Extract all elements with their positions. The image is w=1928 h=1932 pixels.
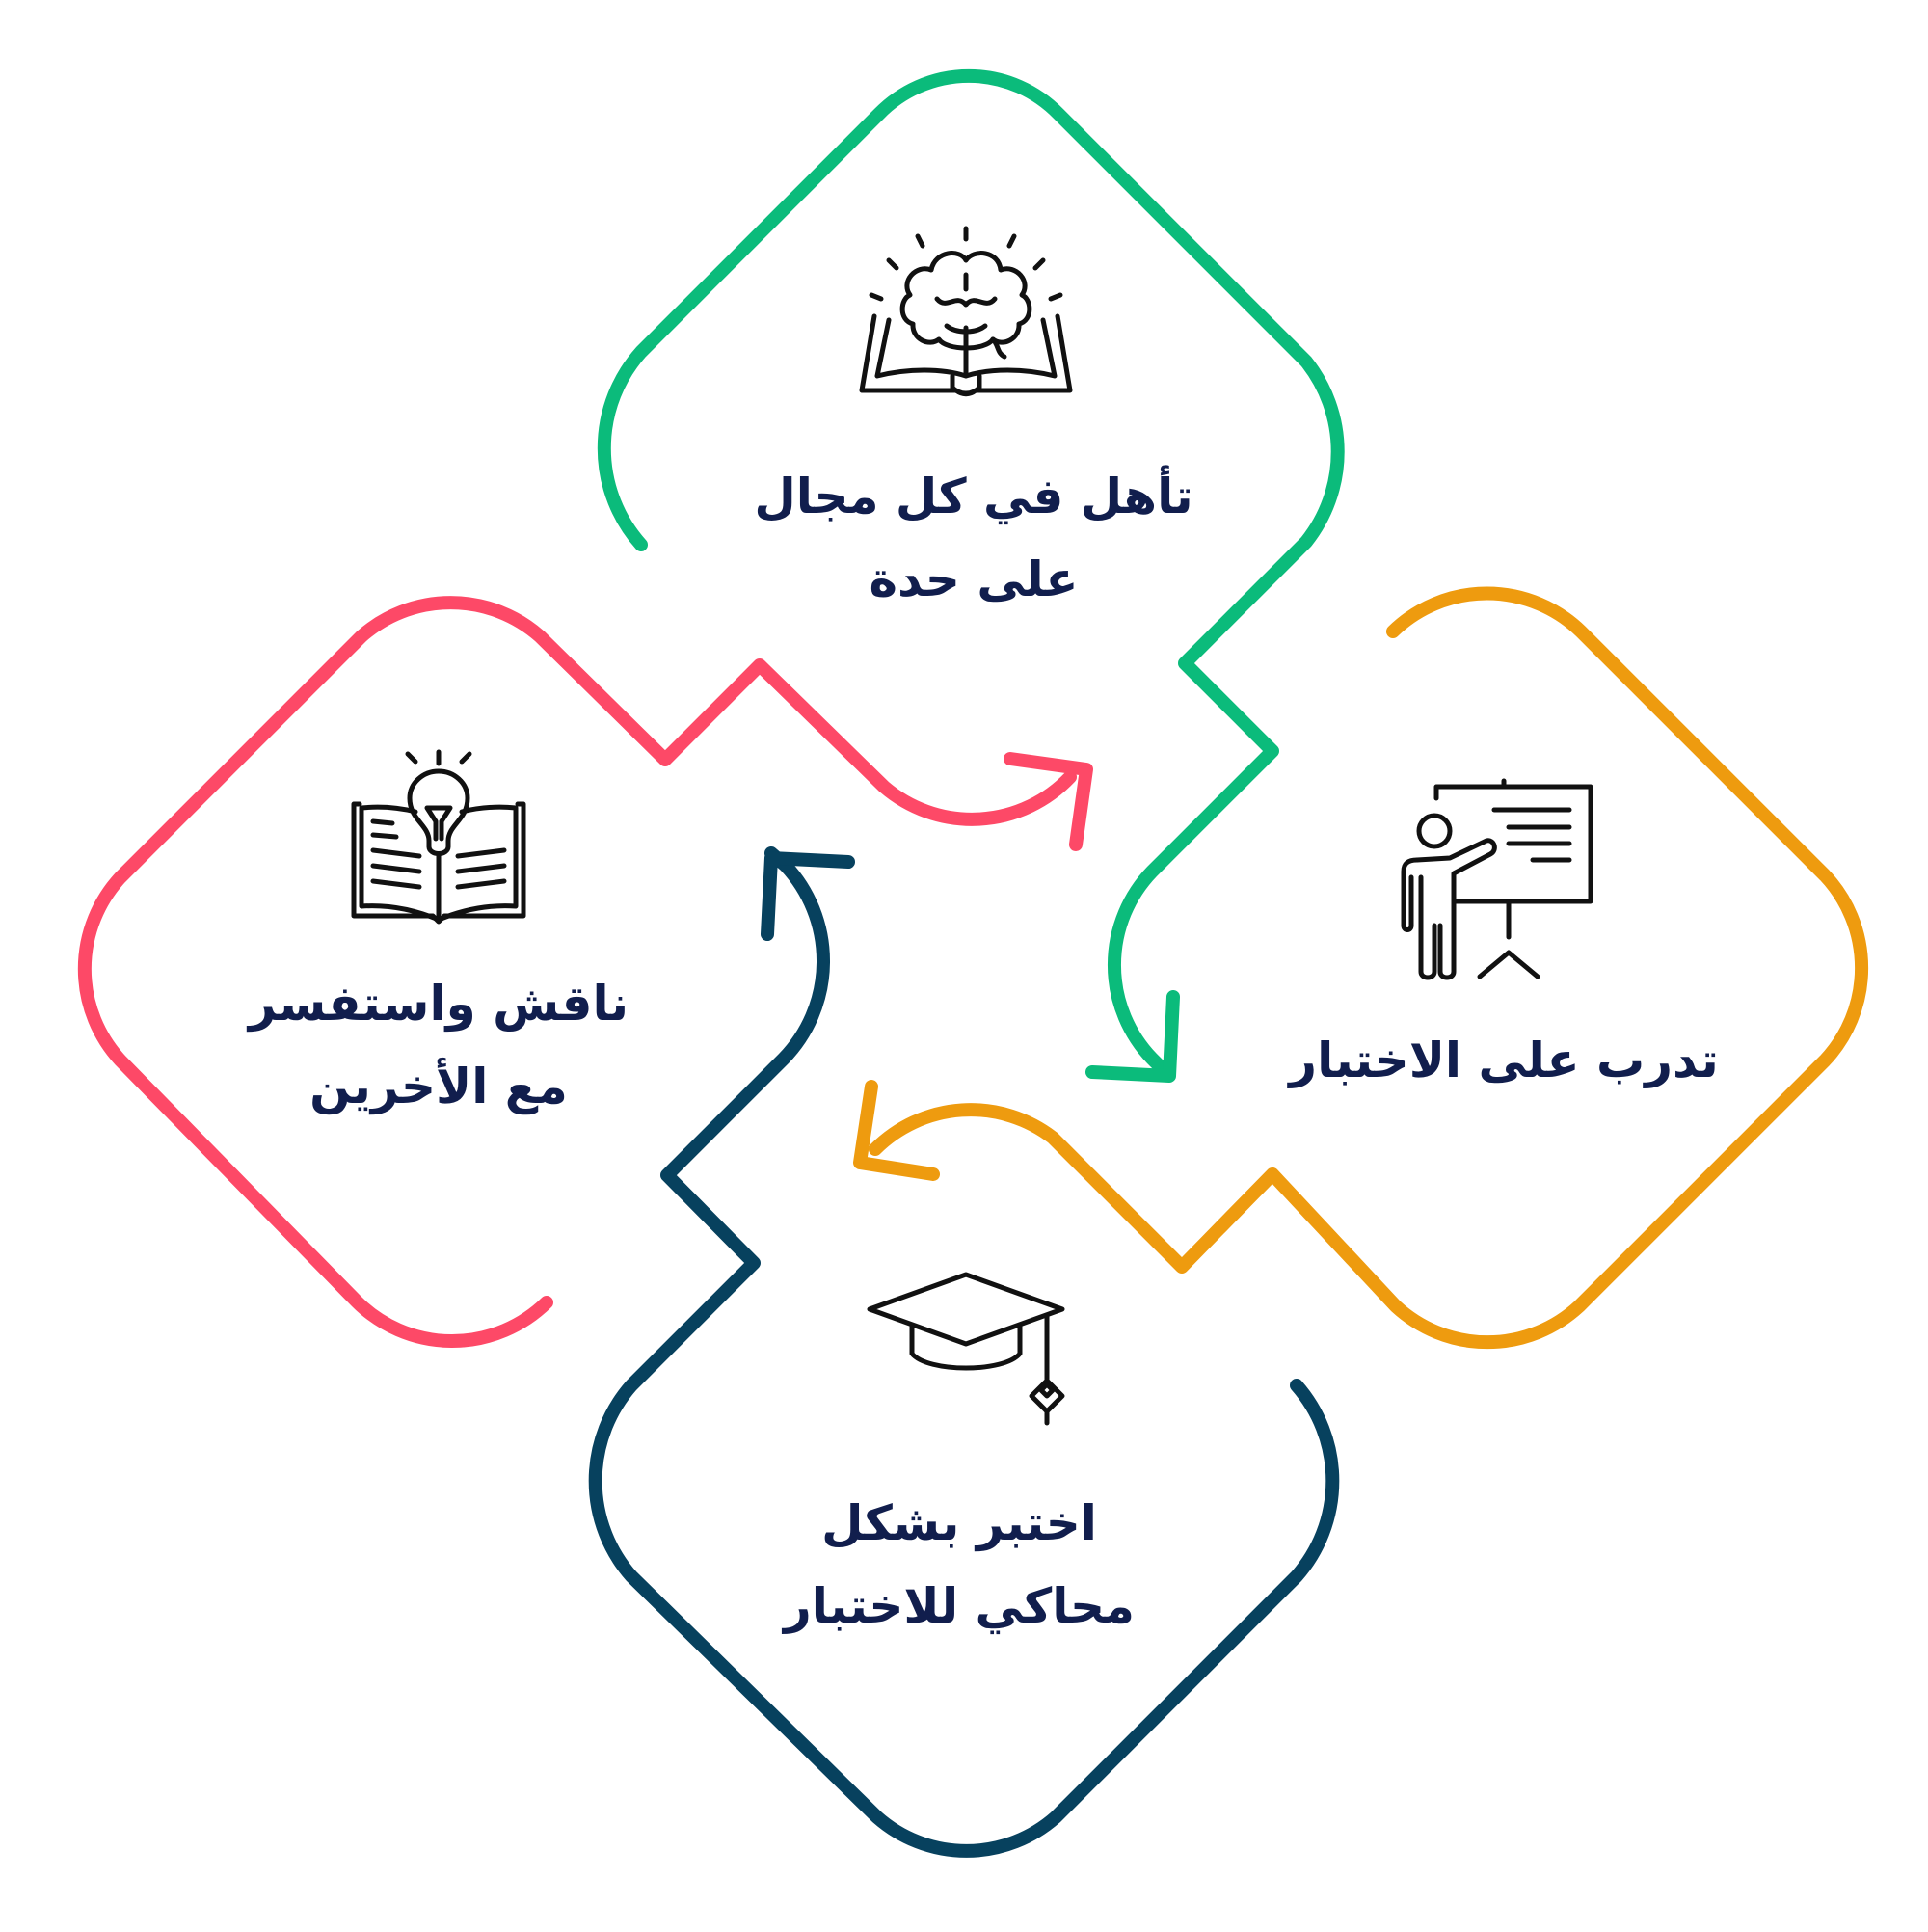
arrow-qualify [1085,990,1180,1083]
brain-book-icon [859,226,1073,397]
loop-discuss [77,596,1077,1348]
loop-simulate [588,846,1340,1858]
step-label-line: اختبر بشكل [821,1495,1097,1551]
step-label-qualify: تأهل في كل مجال على حدة [704,455,1244,621]
presenter-board-icon [1401,778,1593,980]
step-label-line: تأهل في كل مجال [754,469,1193,524]
step-label-discuss: ناقش واستفسر مع الأخرين [169,962,709,1128]
arrow-discuss [1004,752,1093,851]
arrow-practice [853,1080,940,1181]
loop-qualify [597,68,1345,1082]
arrow-simulate [761,851,855,941]
step-label-line: محاكي للاختبار [784,1578,1135,1634]
loop-practice [869,586,1869,1350]
step-label-simulate: اختبر بشكل محاكي للاختبار [689,1482,1229,1648]
step-label-line: تدرب على الاختبار [1289,1033,1719,1088]
step-label-line: ناقش واستفسر [248,976,629,1032]
step-label-practice: تدرب على الاختبار [1234,1019,1774,1102]
step-label-line: على حدة [869,551,1079,607]
graduation-cap-icon [867,1272,1065,1426]
step-label-line: مع الأخرين [309,1059,568,1114]
idea-book-icon [351,749,526,925]
